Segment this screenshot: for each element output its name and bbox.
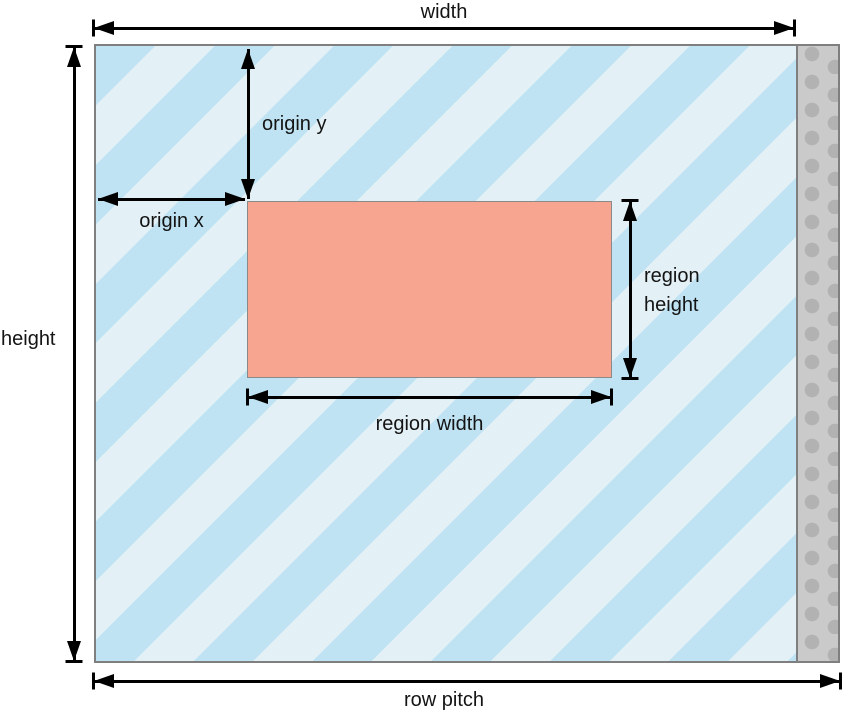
region-rect (247, 201, 612, 378)
end-tick (246, 388, 249, 406)
arrowhead-left-icon (248, 390, 268, 404)
origin-y-label: origin y (262, 113, 327, 135)
arrowhead-down-icon (623, 358, 637, 378)
origin-x-label: origin x (139, 210, 204, 232)
width-label: width (420, 1, 468, 23)
buffer-rect (94, 44, 840, 663)
arrowhead-left-icon (94, 674, 114, 688)
arrowhead-left-icon (98, 192, 118, 206)
dim-line (628, 201, 632, 378)
end-tick (92, 672, 95, 690)
arrowhead-up-icon (67, 47, 81, 67)
region-width-label: region width (375, 413, 484, 435)
arrowhead-up-icon (623, 201, 637, 221)
end-tick (92, 19, 95, 37)
region-width-dimension-arrow (246, 387, 613, 407)
region-height-label: region height (644, 265, 700, 316)
end-tick (65, 45, 83, 48)
end-tick (621, 377, 639, 380)
dim-line (94, 679, 840, 683)
dim-line (246, 49, 250, 199)
arrowhead-right-icon (774, 21, 794, 35)
height-dimension-arrow (64, 45, 84, 663)
dim-line (98, 197, 245, 201)
dim-line (94, 26, 794, 30)
arrowhead-right-icon (225, 192, 245, 206)
width-dimension-arrow (92, 18, 796, 38)
origin-x-dimension-arrow (97, 189, 246, 209)
end-tick (839, 672, 842, 690)
row-pitch-dimension-arrow (92, 671, 842, 691)
row-pitch-label: row pitch (403, 689, 485, 711)
origin-y-dimension-arrow (238, 48, 258, 200)
dim-line (248, 395, 611, 399)
arrowhead-down-icon (67, 641, 81, 661)
end-tick (610, 388, 613, 406)
end-tick (793, 19, 796, 37)
end-tick (65, 660, 83, 663)
end-tick (621, 199, 639, 202)
dim-line (72, 47, 76, 661)
row-padding-strip (796, 46, 838, 661)
arrowhead-up-icon (241, 49, 255, 69)
region-height-dimension-arrow (620, 199, 640, 380)
arrowhead-right-icon (820, 674, 840, 688)
arrowhead-left-icon (94, 21, 114, 35)
arrowhead-right-icon (591, 390, 611, 404)
height-label: height (1, 328, 56, 350)
